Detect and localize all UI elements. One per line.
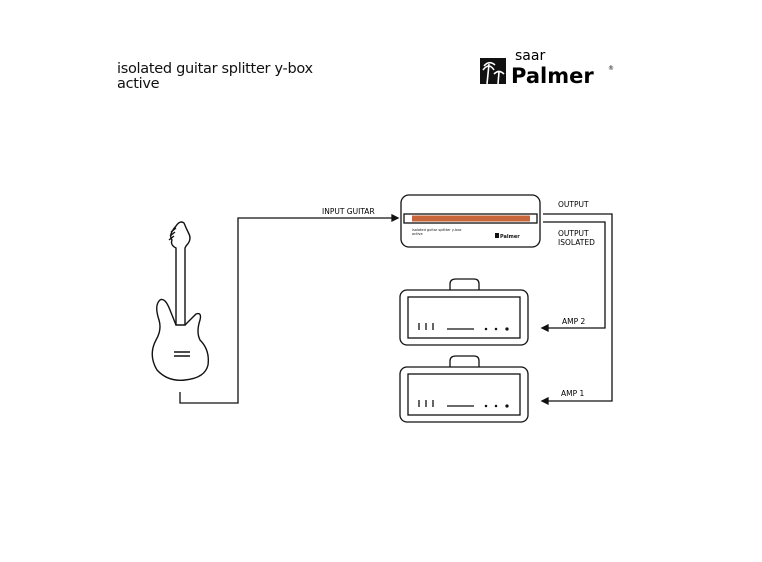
device-label: isolated guitar splitter y-box	[412, 228, 461, 232]
title-line2: active	[117, 76, 160, 92]
input-cable	[179, 213, 400, 404]
amp2-label: AMP 2	[562, 317, 586, 326]
splitter-box: isolated guitar splitter y-box active Pa…	[400, 194, 541, 248]
logo-registered: ®	[608, 65, 614, 72]
output-isolated-label-2: ISOLATED	[558, 238, 595, 247]
guitar-icon	[151, 221, 210, 381]
palmer-logo: saar Palmer ®	[480, 48, 614, 88]
device-label-2: active	[412, 232, 423, 236]
amp-2-icon	[399, 278, 529, 346]
output-label: OUTPUT	[558, 200, 589, 209]
amp-1-icon	[399, 355, 529, 423]
device-brand: Palmer	[500, 234, 520, 240]
logo-saar: saar	[515, 48, 545, 64]
output-cables	[540, 213, 613, 406]
product-title: isolated guitar splitter y-box active	[117, 62, 313, 92]
title-line1: isolated guitar splitter y-box	[117, 61, 313, 77]
amp1-label: AMP 1	[561, 389, 585, 398]
splitter-accent-bar	[412, 215, 530, 222]
palm-tree-icon	[480, 58, 506, 84]
logo-brand: Palmer	[511, 64, 594, 88]
output-isolated-label: OUTPUT	[558, 229, 589, 238]
input-guitar-label: INPUT GUITAR	[322, 207, 375, 216]
